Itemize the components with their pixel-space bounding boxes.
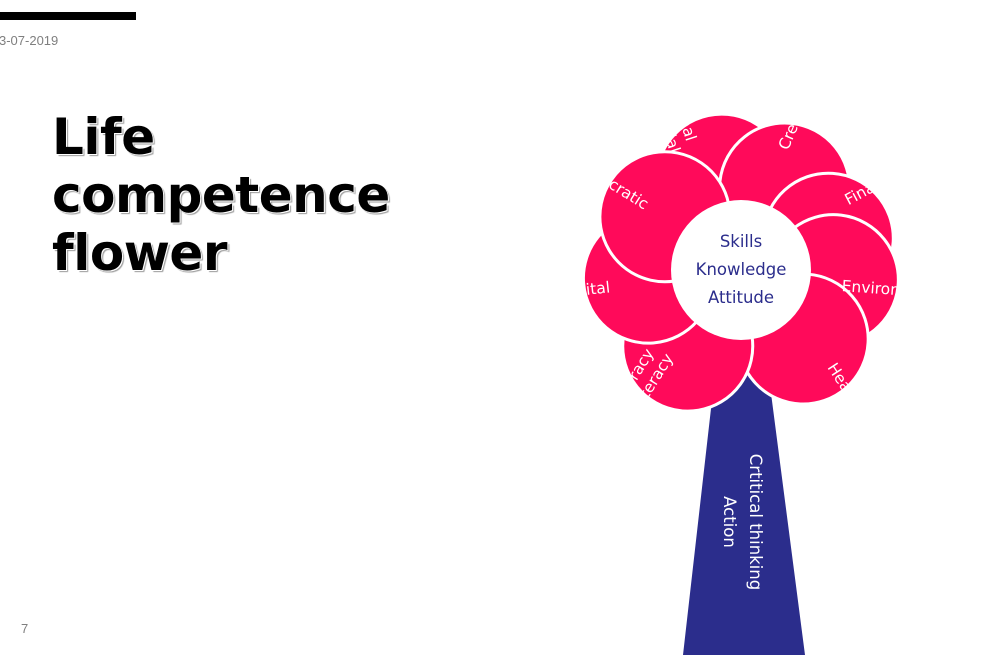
page-number: 7 <box>21 621 29 636</box>
slide-date: 3-07-2019 <box>0 33 59 48</box>
flower-center <box>671 200 811 340</box>
slide-title: Life competence flower <box>52 108 390 282</box>
stem-label-line: Action <box>720 496 739 548</box>
center-label-line: Knowledge <box>696 260 787 279</box>
center-label-line: Attitude <box>708 288 774 307</box>
stem-label-line: Crtitical thinking <box>746 454 765 590</box>
stem <box>683 347 805 655</box>
petal-label-digital: Digital <box>559 278 611 301</box>
center-label-line: Skills <box>720 232 762 251</box>
stem-label: Crtitical thinking Action <box>720 454 765 590</box>
top-rule <box>0 12 136 20</box>
petal-label-digital-line: Digital <box>559 278 611 301</box>
